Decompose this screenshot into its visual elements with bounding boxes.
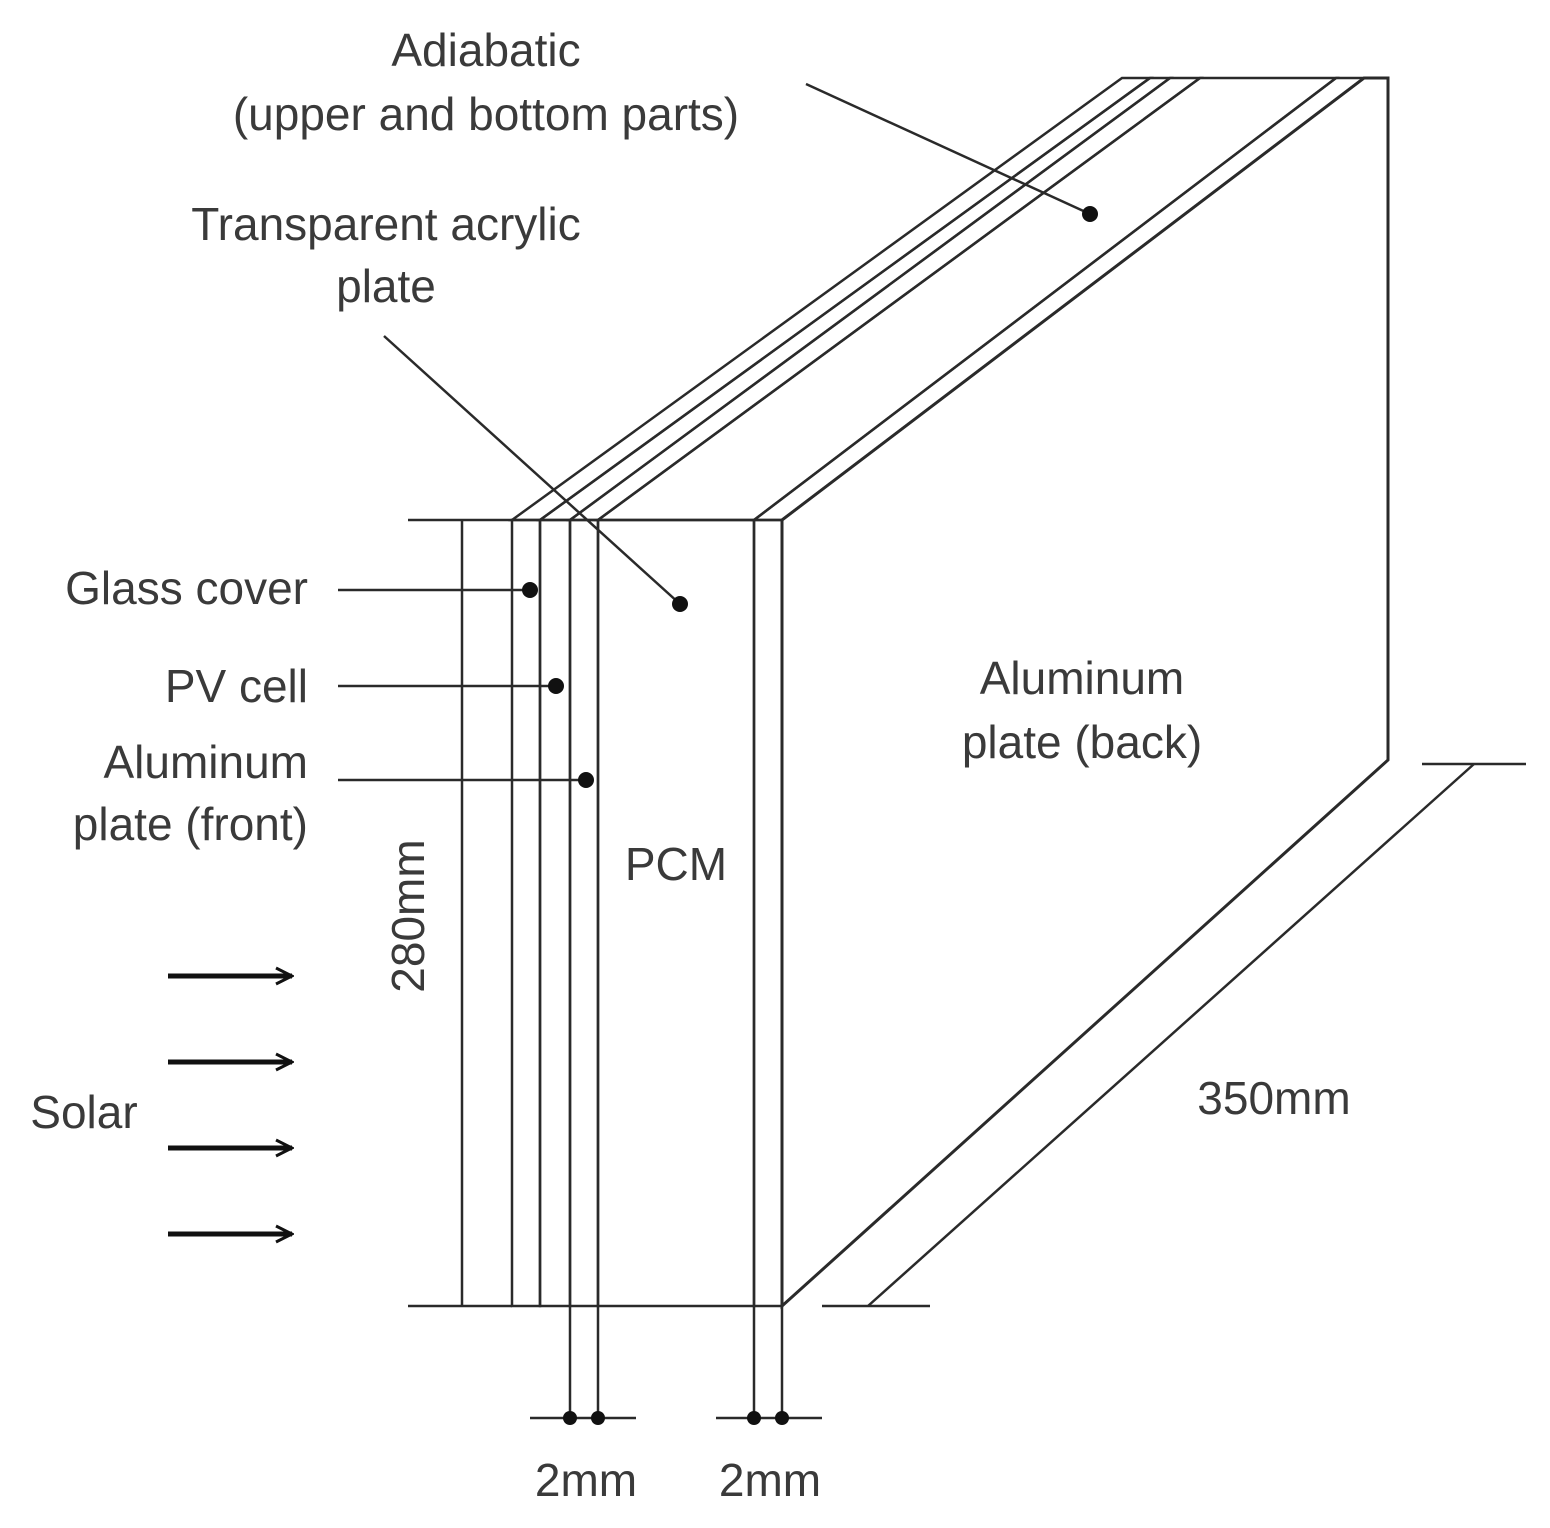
thickness-back-tick-left [747,1411,761,1425]
adiabatic-leader-dot [1082,206,1098,222]
al-front-label-line2: plate (front) [73,798,308,850]
pcm-layer [596,518,756,1308]
glass-cover-layer [510,518,542,1308]
thickness-back-tick-right [775,1411,789,1425]
depth-label: 350mm [1197,1072,1350,1124]
thickness-back-label: 2mm [719,1454,821,1506]
thickness-front-tick-left [563,1411,577,1425]
acrylic-leader-dot [672,596,688,612]
glass-cover-label: Glass cover [65,562,308,614]
aluminum-front-layer [568,518,600,1308]
al-front-top-surface [566,76,1204,522]
pv-cell-leader-dot [548,678,564,694]
glass-top-surface [508,76,1154,522]
acrylic-label-line2: plate [336,260,436,312]
adiabatic-label-line1: Adiabatic [391,24,580,76]
depth-dim-line [867,763,1475,1307]
acrylic-label-line1: Transparent acrylic [191,198,580,250]
pv-cell-label: PV cell [165,660,308,712]
thickness-front-tick-right [591,1411,605,1425]
al-front-label-line1: Aluminum [103,736,308,788]
al-front-leader-dot [578,772,594,788]
glass-cover-leader-dot [522,582,538,598]
al-back-label-line1: Aluminum [980,652,1185,704]
pv-cell-layer [538,518,572,1308]
aluminum-back-layer [752,518,784,1308]
adiabatic-label-line2: (upper and bottom parts) [233,88,739,140]
pcm-label: PCM [625,838,727,890]
height-label: 280mm [382,839,434,992]
solar-label: Solar [30,1086,137,1138]
adiabatic-leader [805,82,1091,216]
thickness-front-label: 2mm [535,1454,637,1506]
pcm-top-surface [594,76,1340,522]
al-back-label-line2: plate (back) [962,716,1202,768]
acrylic-leader [383,335,681,605]
pv-top-surface [536,76,1174,522]
